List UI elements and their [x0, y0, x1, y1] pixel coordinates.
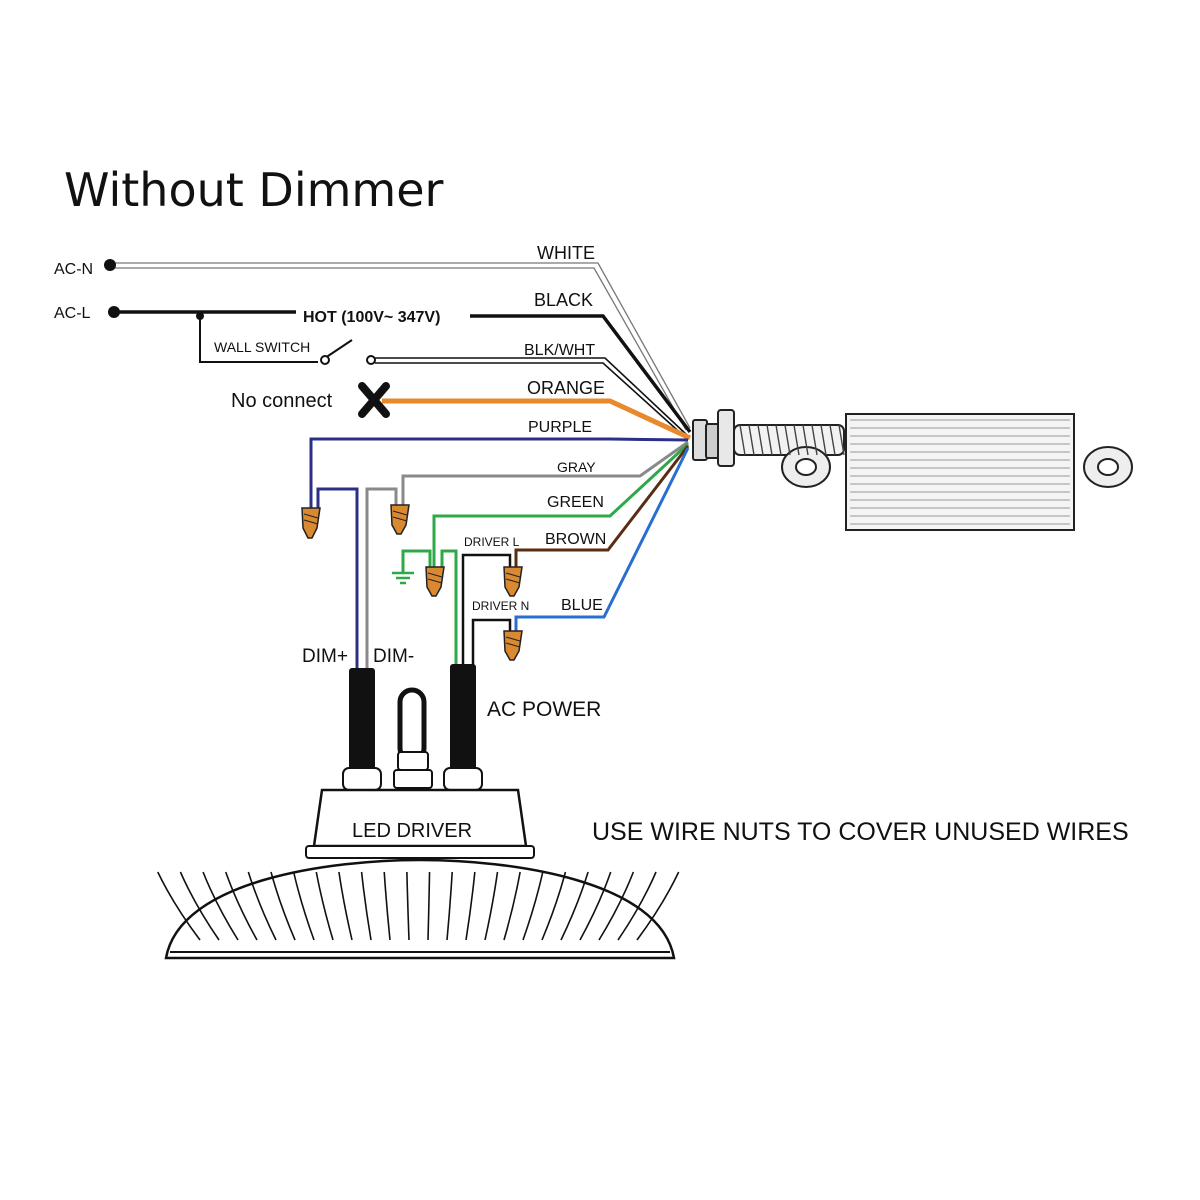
hot-label: HOT (100V~ 347V): [303, 309, 440, 326]
white-wire-label: WHITE: [537, 243, 595, 263]
orange-wire: [382, 398, 692, 441]
led-driver-label: LED DRIVER: [352, 820, 472, 842]
driver-l-label: DRIVER L: [464, 535, 520, 549]
conduit-rib: [775, 424, 782, 456]
dim-plus-lead: [316, 487, 359, 670]
driver-l-lead: [461, 553, 512, 665]
heat-sink-fin: [465, 871, 476, 941]
blue-wire-label: BLUE: [561, 597, 603, 614]
switch-contact: [366, 355, 376, 365]
heat-sink-fin: [247, 871, 277, 941]
blk-wht-wire: [375, 357, 689, 439]
dim-minus-lead: [365, 487, 398, 670]
heat-sink-fin: [484, 871, 499, 941]
no-connect-label: No connect: [231, 390, 333, 412]
blk-wht-wire-label: BLK/WHT: [524, 342, 595, 359]
dim-cable: [349, 668, 375, 776]
switch-contact: [320, 355, 330, 365]
heat-sink-fin: [560, 871, 589, 941]
green-wire: [432, 442, 690, 568]
conduit-rib: [820, 424, 827, 456]
heat-sink-fin: [224, 871, 258, 941]
wire-nut: [301, 507, 321, 539]
gray-wire: [401, 440, 689, 505]
wire-nut: [390, 504, 410, 535]
dim-plus-label: DIM+: [302, 646, 348, 667]
ground-lead: [401, 549, 458, 665]
heat-sink-fin: [338, 871, 353, 941]
gray-wire-label: GRAY: [557, 459, 596, 475]
no-connect-icon: [358, 382, 390, 418]
brown-wire: [514, 445, 690, 568]
conduit-rib: [757, 424, 764, 456]
heat-sink-fin: [541, 871, 567, 941]
orange-wire-label: ORANGE: [527, 378, 605, 398]
conduit-rib: [739, 424, 746, 456]
driver-n-lead: [471, 618, 512, 665]
wall-switch-label: WALL SWITCH: [214, 339, 310, 355]
wire-nut: [425, 566, 445, 597]
white-wire: [110, 262, 691, 431]
conduit-rib: [838, 424, 845, 456]
conduit-rib: [811, 424, 818, 456]
black-wire: [114, 310, 692, 434]
black-wire-label: BLACK: [534, 290, 593, 310]
ac-power-cable: [450, 664, 476, 776]
driver-body-fins: [850, 419, 1070, 525]
ac-l-terminal: [108, 306, 120, 318]
blue-wire: [514, 447, 690, 632]
ac-power-label: AC POWER: [487, 698, 601, 721]
heat-sink-fins: [157, 871, 680, 941]
heat-sink-fin: [202, 871, 239, 941]
conduit-ribs: [739, 424, 845, 456]
external-driver: [692, 409, 1133, 531]
green-wire-label: GREEN: [547, 494, 604, 511]
brown-wire-label: BROWN: [545, 531, 606, 548]
driver-n-label: DRIVER N: [472, 599, 529, 613]
heat-sink-fin: [406, 871, 410, 941]
dim-minus-label: DIM-: [373, 646, 414, 667]
wire-nut: [503, 630, 523, 661]
conduit-rib: [793, 424, 800, 456]
conduit-rib: [784, 424, 791, 456]
ground-icon: [392, 571, 414, 585]
heat-sink-fin: [270, 871, 296, 941]
heat-sink-fin: [503, 871, 521, 941]
conduit-rib: [766, 424, 773, 456]
heat-sink-fin: [383, 871, 391, 941]
purple-wire: [309, 437, 689, 510]
diagram-title: Without Dimmer: [64, 163, 444, 217]
heat-sink-fin: [157, 871, 201, 941]
wire-nut-note: USE WIRE NUTS TO COVER UNUSED WIRES: [592, 818, 1129, 846]
heat-sink-fin: [360, 871, 372, 941]
heat-sink-fin: [315, 871, 334, 941]
heat-sink-fin: [579, 871, 612, 941]
heat-sink-fin: [522, 871, 544, 941]
conduit-rib: [802, 424, 809, 456]
heat-sink-fin: [292, 871, 315, 941]
ac-n-terminal: [104, 259, 116, 271]
heat-sink-fin: [617, 871, 657, 941]
conduit-rib: [829, 424, 836, 456]
wire-nut: [503, 566, 523, 597]
heat-sink-fin: [446, 871, 453, 941]
ac-l-label: AC-L: [54, 305, 91, 322]
ac-n-label: AC-N: [54, 261, 93, 278]
heat-sink-fin: [598, 871, 635, 941]
heat-sink-fin: [636, 871, 680, 941]
heat-sink-fin: [427, 871, 431, 941]
heat-sink-fin: [179, 871, 220, 941]
conduit-rib: [748, 424, 755, 456]
purple-wire-label: PURPLE: [528, 419, 592, 436]
